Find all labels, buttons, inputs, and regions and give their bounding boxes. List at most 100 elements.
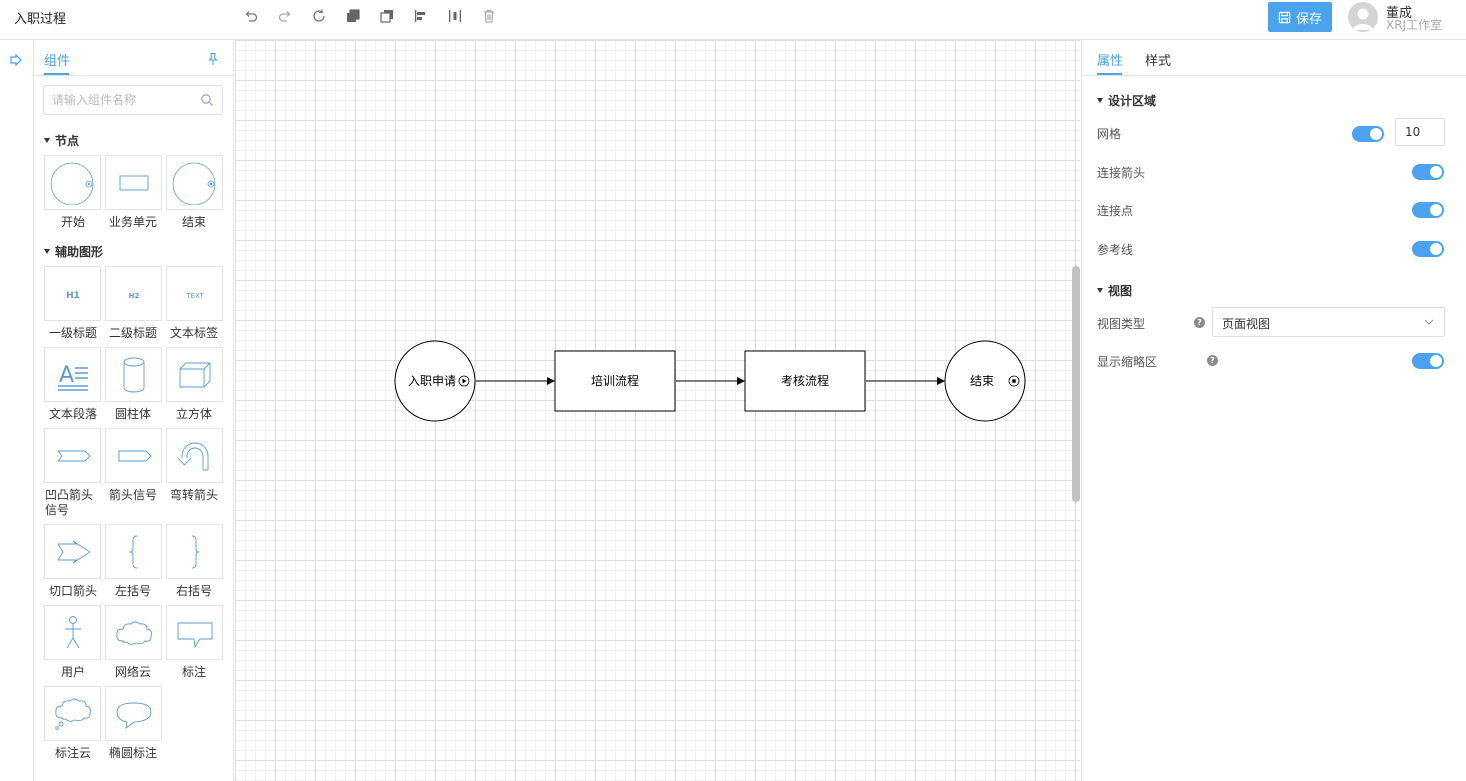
search-input[interactable] — [44, 86, 194, 114]
component-label: 切口箭头 — [48, 584, 97, 598]
component-paragraph[interactable]: A — [44, 347, 101, 402]
component-business-unit[interactable] — [105, 155, 162, 210]
search-box — [43, 85, 223, 115]
component-label: 文本标签 — [169, 326, 218, 340]
notch-arrow-icon — [56, 540, 91, 563]
distribute-button[interactable] — [444, 6, 466, 26]
connection-point-toggle[interactable] — [1412, 202, 1444, 218]
component-left-brace[interactable] — [105, 524, 162, 579]
component-notch-arrow[interactable] — [44, 524, 101, 579]
guide-line-toggle[interactable] — [1412, 241, 1444, 257]
component-user[interactable] — [44, 605, 101, 660]
component-callout[interactable] — [166, 605, 223, 660]
ellipse-callout-icon — [116, 702, 151, 729]
section-view-header[interactable]: 视图 — [1097, 282, 1132, 299]
section-design-header[interactable]: 设计区域 — [1097, 92, 1156, 109]
component-h1[interactable]: H1 — [44, 266, 101, 321]
guide-line-label: 参考线 — [1097, 243, 1134, 257]
document-title: 入职过程 — [14, 12, 67, 27]
section-shapes-header[interactable]: 辅助图形 — [44, 243, 103, 260]
search-icon[interactable] — [200, 93, 214, 107]
user-name: 董成 — [1386, 6, 1413, 21]
component-cloud-callout[interactable] — [44, 686, 101, 741]
tab-divider — [34, 75, 234, 76]
component-cube[interactable] — [166, 347, 223, 402]
grid-label: 网格 — [1097, 127, 1122, 141]
component-label: 箭头信号 — [108, 488, 157, 502]
component-label: 业务单元 — [108, 215, 157, 229]
node-start-label: 入职申请 — [408, 374, 456, 388]
component-h2[interactable]: H2 — [105, 266, 162, 321]
component-label: 开始 — [60, 215, 85, 229]
right-brace-icon — [191, 535, 199, 568]
save-button[interactable]: 保存 — [1268, 2, 1332, 32]
arrow-signal-icon — [118, 450, 152, 461]
tab-style[interactable]: 样式 — [1145, 54, 1172, 69]
user-icon — [64, 615, 81, 648]
help-icon[interactable]: ? — [1194, 317, 1205, 328]
grid-size-input[interactable]: 10 — [1395, 118, 1445, 146]
design-canvas[interactable]: 入职申请 培训流程 考核流程 结束 — [235, 40, 1080, 781]
minimap-toggle[interactable] — [1412, 353, 1444, 369]
redo-button[interactable] — [274, 6, 296, 26]
rectangle-icon — [119, 175, 148, 190]
pin-icon[interactable] — [206, 52, 220, 66]
delete-button[interactable] — [478, 6, 500, 26]
node-end-label: 结束 — [970, 374, 994, 388]
node-assessment[interactable]: 考核流程 — [744, 350, 866, 412]
tab-components[interactable]: 组件 — [44, 54, 71, 69]
component-notched-arrow[interactable] — [44, 428, 101, 483]
notched-arrow-icon — [56, 450, 91, 461]
u-turn-arrow-icon — [177, 442, 208, 470]
bring-front-icon — [347, 9, 360, 22]
component-right-brace[interactable] — [166, 524, 223, 579]
component-label: 立方体 — [175, 407, 212, 421]
component-u-turn-arrow[interactable] — [166, 428, 223, 483]
section-shapes-title: 辅助图形 — [55, 245, 104, 259]
component-panel-icon[interactable] — [8, 52, 24, 68]
component-label: 用户 — [60, 665, 85, 679]
send-back-button[interactable] — [376, 6, 398, 26]
end-circle-icon — [172, 162, 215, 205]
grid-toggle[interactable] — [1352, 126, 1384, 142]
align-left-button[interactable] — [410, 6, 432, 26]
user-org: XRJ工作室 — [1386, 18, 1443, 32]
component-start[interactable] — [44, 155, 101, 210]
cube-icon — [179, 362, 210, 387]
help-icon[interactable]: ? — [1207, 355, 1218, 366]
tab-properties[interactable]: 属性 — [1097, 54, 1124, 69]
component-ellipse-callout[interactable] — [105, 686, 162, 741]
avatar[interactable] — [1348, 2, 1378, 32]
caret-down-icon — [1097, 288, 1103, 293]
trash-icon — [484, 9, 494, 23]
refresh-button[interactable] — [308, 6, 330, 26]
tab-indicator — [44, 73, 69, 75]
component-label: 标注云 — [54, 746, 91, 760]
caret-down-icon — [44, 249, 50, 254]
node-training-label: 培训流程 — [591, 373, 639, 388]
user-avatar-icon — [1353, 8, 1373, 30]
component-end[interactable] — [166, 155, 223, 210]
component-cloud[interactable] — [105, 605, 162, 660]
node-end[interactable]: 结束 — [944, 340, 1026, 422]
side-strip — [0, 40, 34, 781]
component-label: 弯转箭头 — [169, 488, 218, 502]
component-panel: 组件 节点 开始 业务单元 结束 辅助图形 — [34, 40, 234, 781]
section-nodes-header[interactable]: 节点 — [44, 132, 79, 149]
component-cylinder[interactable] — [105, 347, 162, 402]
node-start[interactable]: 入职申请 — [394, 340, 476, 422]
component-arrow-signal[interactable] — [105, 428, 162, 483]
component-text[interactable]: TEXT — [166, 266, 223, 321]
h2-icon: H2 — [128, 292, 139, 300]
canvas-scrollbar[interactable] — [1072, 266, 1080, 502]
bring-front-button[interactable] — [342, 6, 364, 26]
view-type-select[interactable]: 页面视图 — [1212, 307, 1445, 337]
svg-text:A: A — [59, 363, 74, 388]
node-training[interactable]: 培训流程 — [554, 350, 676, 412]
arrow-toggle[interactable] — [1412, 164, 1444, 180]
svg-text:H2: H2 — [128, 292, 139, 300]
component-label: 椭圆标注 — [108, 746, 157, 760]
cloud-callout-icon — [54, 698, 91, 730]
undo-icon — [245, 11, 258, 22]
undo-button[interactable] — [240, 6, 262, 26]
